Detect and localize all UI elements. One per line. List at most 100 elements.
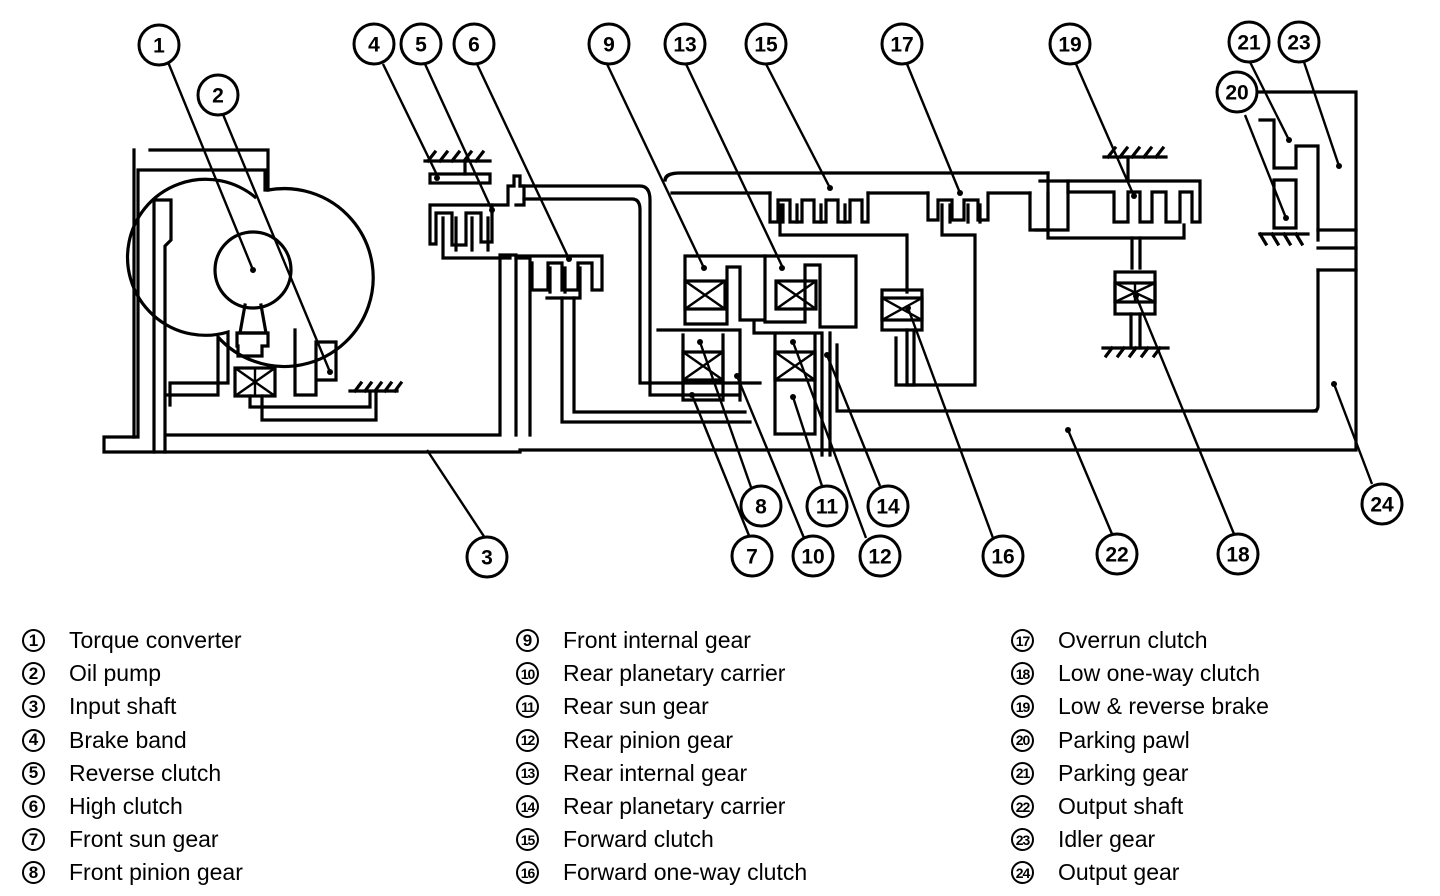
legend-item: 11 Rear sun gear	[516, 690, 807, 723]
legend-label: Rear internal gear	[563, 759, 748, 786]
legend-number: 3	[22, 695, 45, 719]
callout-5: 5	[399, 22, 443, 66]
callout-number: 19	[1058, 34, 1081, 57]
legend-item: 16 Forward one-way clutch	[516, 856, 807, 889]
transaxle-schematic: 1 2 3 4 5 6 7 8 9 10 11 12 13 14 15 16 1…	[102, 20, 1404, 579]
callout-number: 1	[153, 35, 165, 58]
legend-number: 6	[22, 795, 45, 819]
callout-number: 13	[673, 34, 696, 57]
callout-number: 3	[481, 547, 493, 570]
legend-number: 24	[1011, 861, 1034, 885]
legend-number: 21	[1011, 761, 1034, 785]
legend-number: 13	[516, 761, 539, 785]
callout-number: 21	[1237, 32, 1261, 55]
callout-15: 15	[744, 22, 788, 66]
legend-label: Rear sun gear	[563, 693, 709, 720]
callout-9: 9	[587, 22, 631, 66]
legend-number: 5	[22, 761, 45, 785]
callout-number: 14	[876, 496, 900, 519]
callout-number: 12	[868, 546, 891, 569]
legend-item: 6 High clutch	[22, 790, 243, 823]
legend-number: 16	[516, 861, 539, 885]
legend-label: Front pinion gear	[69, 859, 243, 886]
callout-23: 23	[1277, 20, 1321, 64]
legend-label: Overrun clutch	[1058, 627, 1208, 654]
legend-number: 2	[22, 662, 45, 686]
callout-24: 24	[1360, 482, 1404, 526]
callout-3: 3	[465, 535, 509, 579]
legend-number: 8	[22, 861, 45, 885]
legend-label: Rear pinion gear	[563, 726, 734, 753]
idler-output-gear	[518, 90, 1358, 452]
callout-number: 2	[212, 85, 224, 108]
legend-label: Low one-way clutch	[1058, 660, 1260, 687]
callout-number: 20	[1225, 82, 1248, 105]
callout-number: 22	[1105, 544, 1128, 567]
legend-item: 2 Oil pump	[22, 657, 243, 690]
legend-label: Idler gear	[1058, 826, 1156, 853]
legend-label: Rear planetary carrier	[563, 660, 786, 687]
callout-12: 12	[858, 534, 902, 578]
legend-label: Forward clutch	[563, 826, 714, 853]
legend-label: Input shaft	[69, 693, 177, 720]
callout-1: 1	[137, 23, 181, 67]
callout-11: 11	[805, 484, 849, 528]
callout-13: 13	[663, 22, 707, 66]
callout-20: 20	[1215, 70, 1259, 114]
forward-clutch	[663, 171, 1050, 294]
callout-number: 24	[1370, 494, 1394, 517]
legend-number: 4	[22, 728, 45, 752]
legend-label: Torque converter	[69, 627, 242, 654]
legend-item: 8 Front pinion gear	[22, 856, 243, 889]
legend-label: Reverse clutch	[69, 759, 222, 786]
legend-label: Forward one-way clutch	[563, 859, 808, 886]
torque-converter	[125, 177, 375, 407]
callout-number: 10	[801, 546, 824, 569]
callout-18: 18	[1216, 532, 1260, 576]
low-one-way-clutch	[1101, 270, 1170, 359]
callout-17: 17	[880, 22, 924, 66]
callout-6: 6	[452, 22, 496, 66]
legend-label: High clutch	[69, 793, 183, 820]
legend-item: 13 Rear internal gear	[516, 757, 807, 790]
leader-lines	[166, 61, 1374, 542]
legend-item: 3 Input shaft	[22, 690, 243, 723]
callout-number: 11	[816, 496, 839, 519]
callout-number: 5	[415, 34, 427, 57]
legend-number: 19	[1011, 695, 1034, 719]
legend-number: 23	[1011, 828, 1034, 852]
callout-19: 19	[1048, 22, 1092, 66]
callout-number: 6	[468, 34, 480, 57]
rear-planetary	[752, 254, 1318, 457]
legend-number: 11	[516, 695, 539, 719]
oil-pump	[233, 328, 404, 422]
brake-band	[423, 149, 492, 185]
forward-one-way-clutch	[880, 288, 924, 387]
leader-dots	[250, 137, 1342, 433]
parking-mechanism	[1257, 118, 1320, 247]
high-clutch	[516, 254, 752, 424]
callout-number: 17	[890, 34, 913, 57]
legend-label: Oil pump	[69, 660, 162, 687]
callout-8: 8	[739, 484, 783, 528]
callout-number: 16	[991, 546, 1014, 569]
reverse-clutch	[428, 174, 762, 397]
callout-number: 18	[1226, 544, 1250, 567]
callout-14: 14	[866, 484, 910, 528]
callout-22: 22	[1095, 532, 1139, 576]
legend-label: Low & reverse brake	[1058, 693, 1269, 720]
legend-number: 14	[516, 795, 539, 819]
callout-21: 21	[1227, 20, 1271, 64]
